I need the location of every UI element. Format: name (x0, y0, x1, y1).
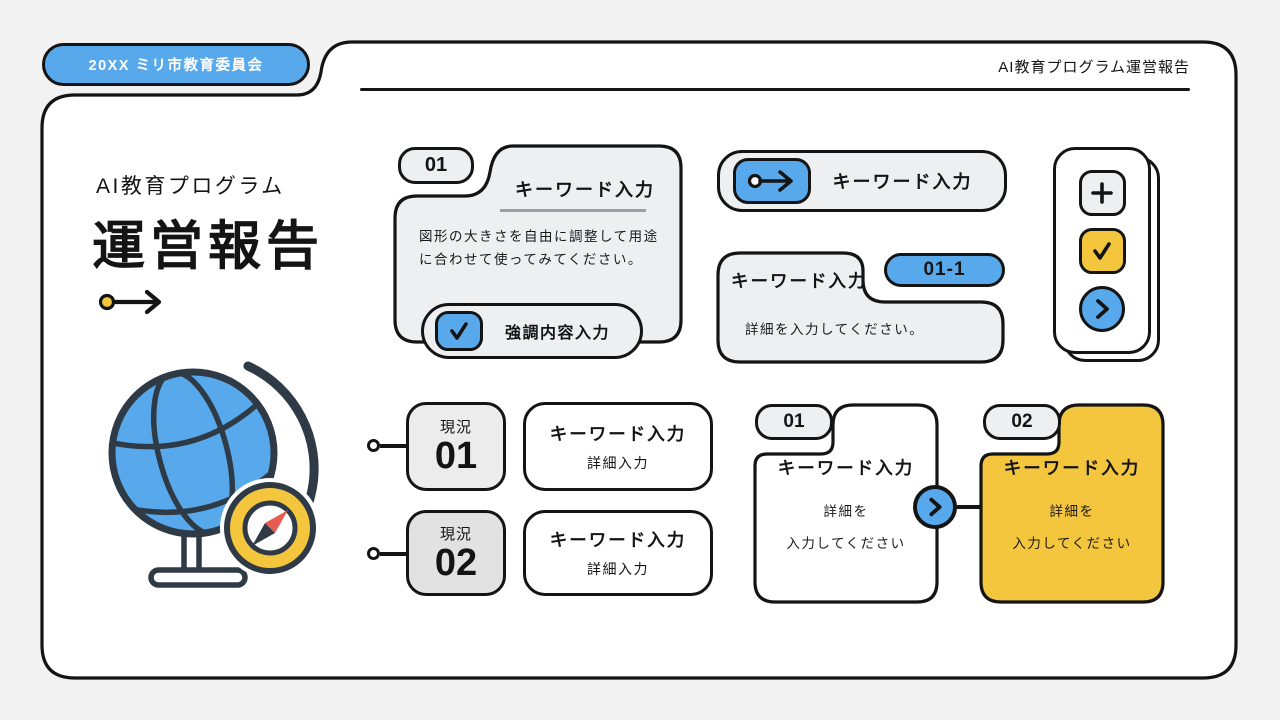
keyword-card-divider (500, 209, 646, 212)
check-icon (435, 311, 483, 351)
step-card-detail-line2: 入力してください (786, 536, 906, 551)
step-card-detail-line1: 詳細を (1049, 504, 1095, 519)
sub-card-shape[interactable] (716, 251, 1007, 366)
keyword-card-body: 図形の大きさを自由に調整して用途に合わせて使ってみてください。 (419, 229, 659, 267)
check-icon[interactable] (1078, 227, 1126, 274)
step-card-2-text: キーワード入力 詳細を 入力してください (989, 455, 1155, 552)
plus-icon[interactable] (1078, 169, 1126, 216)
keyword-card-tab-label: 01 (424, 154, 448, 176)
status-label: 現況 (439, 419, 472, 437)
step-card-detail-line2: 入力してください (1012, 536, 1132, 551)
step-card-1-shape[interactable] (753, 403, 939, 605)
chevron-right-icon[interactable] (1079, 285, 1125, 332)
status-keyword: キーワード入力 (549, 530, 687, 550)
keyword-bar[interactable]: キーワード入力 (717, 150, 1007, 212)
hero-subtitle: AI教育プログラム (96, 175, 285, 198)
step-card-1-tab[interactable]: 01 (755, 404, 833, 440)
sub-card-detail: 詳細を入力してください。 (745, 322, 925, 337)
connector-dot (367, 439, 380, 452)
arrow-right-dot-icon (98, 289, 162, 315)
committee-badge[interactable]: 20XX ミリ市教育委員会 (42, 43, 310, 86)
status-card-1[interactable]: キーワード入力 詳細入力 (523, 402, 713, 491)
keyword-card-shape[interactable] (393, 144, 685, 346)
sub-card-badge-label: 01-1 (923, 259, 966, 280)
status-keyword: キーワード入力 (549, 423, 687, 444)
step-card-tab-label: 02 (1011, 411, 1033, 432)
step-card-keyword: キーワード入力 (1003, 458, 1141, 478)
connector-line (380, 552, 408, 556)
connector-line (380, 444, 408, 448)
step-card-detail-line1: 詳細を (823, 504, 869, 519)
keyword-card-title: キーワード入力 (515, 180, 655, 200)
step-card-2-tab[interactable]: 02 (983, 404, 1061, 440)
keyword-card-tab[interactable]: 01 (398, 147, 474, 184)
compass-needle-north (265, 510, 288, 533)
status-box-1[interactable]: 現況 01 (406, 402, 506, 491)
status-detail: 詳細入力 (587, 561, 649, 577)
sub-card-title: キーワード入力 (731, 271, 868, 291)
highlight-button-label: 強調内容入力 (504, 325, 610, 342)
header-title: AI教育プログラム運営報告 (998, 59, 1190, 76)
highlight-button[interactable]: 強調内容入力 (421, 303, 643, 359)
step-card-tab-label: 01 (783, 411, 805, 432)
chevron-right-icon[interactable] (913, 485, 957, 529)
hero-title: 運営報告 (92, 217, 324, 276)
status-box-2[interactable]: 現況 02 (406, 510, 506, 596)
compass-needle-south (252, 523, 275, 546)
connector-dot (367, 547, 380, 560)
status-detail: 詳細入力 (587, 454, 649, 471)
status-card-2[interactable]: キーワード入力 詳細入力 (523, 510, 713, 596)
status-number: 01 (434, 435, 478, 478)
header-underline (360, 88, 1190, 91)
committee-badge-label: 20XX ミリ市教育委員会 (88, 58, 264, 74)
arrow-right-circle-icon (733, 158, 811, 204)
step-card-2-shape[interactable] (979, 403, 1165, 605)
status-number: 02 (434, 541, 478, 584)
globe-base (148, 567, 248, 588)
stacked-card[interactable] (1053, 147, 1151, 354)
sub-card-badge[interactable]: 01-1 (884, 253, 1005, 287)
globe-compass-illustration (98, 361, 320, 588)
step-card-keyword: キーワード入力 (777, 458, 915, 478)
keyword-bar-label: キーワード入力 (832, 172, 973, 192)
step-connector-line (957, 505, 983, 509)
status-label: 現況 (439, 525, 472, 543)
step-card-1-text: キーワード入力 詳細を 入力してください (763, 455, 929, 552)
